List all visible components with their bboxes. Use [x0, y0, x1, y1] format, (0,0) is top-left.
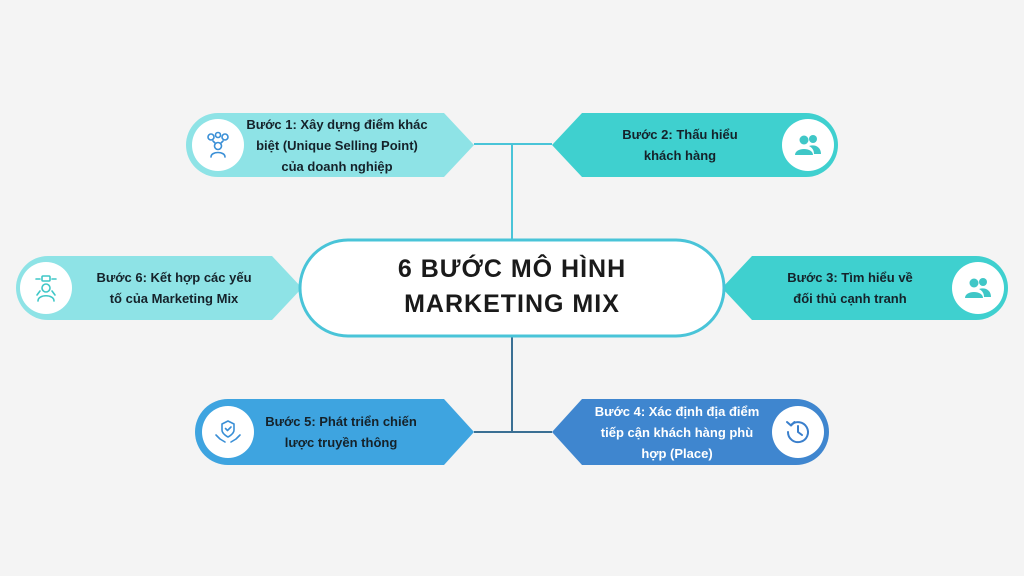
- step-1-shape: [186, 113, 474, 177]
- history-clock-icon: [772, 406, 824, 458]
- step-6-shape: [16, 256, 302, 320]
- step-2-label: Bước 2: Thấu hiểu khách hàng: [622, 127, 738, 163]
- thinking-person-icon: [20, 262, 72, 314]
- step-5-label: Bước 5: Phát triển chiến lược truyền thô…: [265, 414, 417, 450]
- care-hands-icon: [202, 406, 254, 458]
- step-3-shape: [722, 256, 1008, 320]
- step-4-shape: [552, 399, 829, 465]
- diagram-title: 6 BƯỚC MÔ HÌNH MARKETING MIX: [397, 255, 627, 318]
- step-2-shape: [552, 113, 838, 177]
- step-3-label: Bước 3: Tìm hiểu về đối thủ cạnh tranh: [787, 270, 913, 306]
- idea-person-icon: [192, 119, 244, 171]
- step-1-label: Bước 1: Xây dựng điểm khác biệt (Unique …: [246, 116, 428, 174]
- step-4-label: Bước 4: Xác định địa điểm tiếp cận khách…: [594, 403, 760, 461]
- step-6-label: Bước 6: Kết hợp các yếu tố của Marketing…: [96, 270, 252, 306]
- center-pill: [298, 238, 726, 338]
- step-5-shape: [195, 399, 474, 465]
- users-icon: [952, 262, 1004, 314]
- users-icon: [782, 119, 834, 171]
